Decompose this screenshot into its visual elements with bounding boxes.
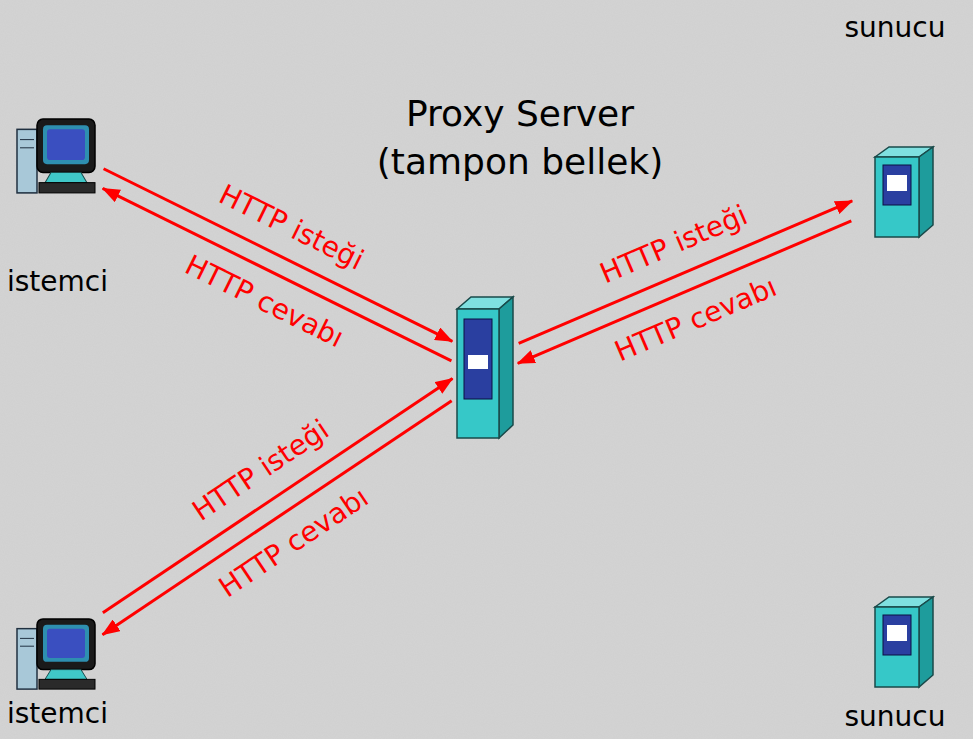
- proxy-server-icon: [455, 295, 515, 440]
- client-node: istemci: [15, 115, 100, 197]
- server-label: sunucu: [845, 700, 946, 734]
- client-label: istemci: [7, 265, 108, 299]
- server-icon: [855, 595, 935, 690]
- server-label: sunucu: [845, 11, 946, 45]
- proxy-heading: Proxy Server (tampon bellek): [350, 90, 690, 187]
- http-arrow: [103, 378, 453, 612]
- http-arrow: [102, 401, 451, 635]
- client-node: istemci: [15, 615, 100, 693]
- computer-icon: [15, 615, 100, 693]
- edge-label: HTTP cevabı: [611, 272, 782, 368]
- client-label: istemci: [7, 697, 108, 731]
- server-node: sunucu: [855, 595, 935, 690]
- edge-label: HTTP isteği: [187, 414, 334, 527]
- computer-icon: [15, 115, 100, 197]
- edge-label: HTTP cevabı: [180, 250, 348, 354]
- edge-label: HTTP isteği: [596, 200, 752, 290]
- proxy-node: Proxy Server (tampon bellek): [455, 295, 515, 440]
- server-node: sunucu: [855, 145, 935, 240]
- edge-label: HTTP isteği: [214, 180, 368, 277]
- server-icon: [855, 145, 935, 240]
